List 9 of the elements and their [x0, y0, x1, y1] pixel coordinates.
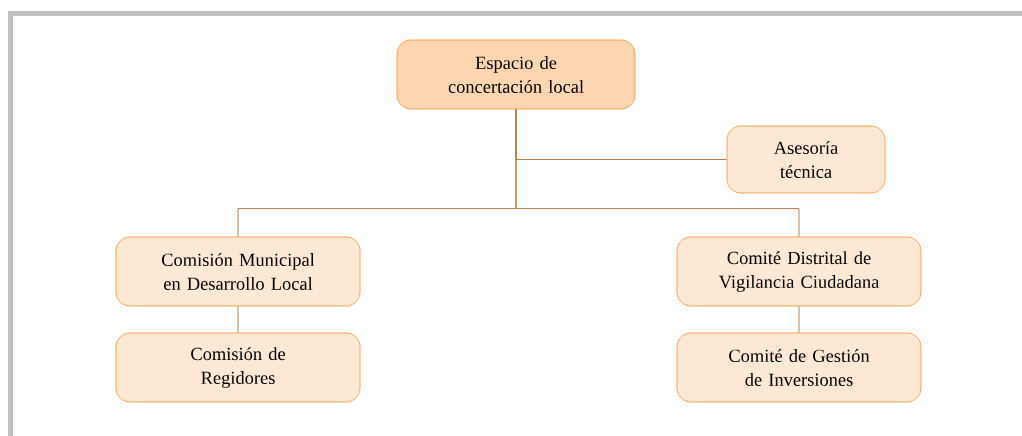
- org-box: Comité de Gestión de Inversiones: [676, 332, 922, 403]
- org-box: Espacio de concertación local: [396, 39, 636, 110]
- org-box: Asesoría técnica: [726, 125, 886, 194]
- connector-line: [515, 109, 800, 237]
- connector-line: [237, 306, 239, 333]
- org-box: Comité Distrital de Vigilancia Ciudadana: [676, 236, 922, 307]
- org-box: Comisión de Regidores: [115, 332, 361, 403]
- org-box: Comisión Municipal en Desarrollo Local: [115, 236, 361, 307]
- connector-line: [798, 306, 800, 333]
